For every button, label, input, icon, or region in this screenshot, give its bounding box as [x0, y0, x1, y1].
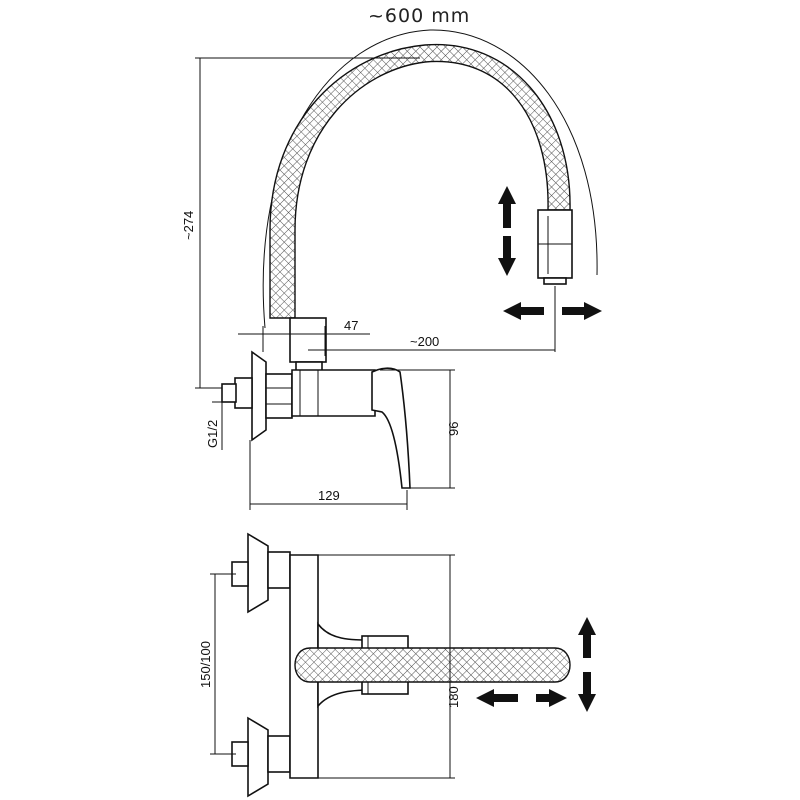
lower-hex-nut [267, 735, 291, 773]
thread-dimension: G1/2 [205, 384, 236, 450]
reach-label: ~200 [410, 334, 439, 349]
thread-label: G1/2 [205, 420, 220, 448]
spout-collar [289, 317, 327, 363]
connection-spacing-label: 150/100 [198, 641, 213, 688]
height-label: ~274 [181, 211, 196, 240]
left-right-arrows-icon [503, 302, 602, 320]
upper-wall-flange [247, 532, 269, 614]
arc-length-label: ~600 mm [368, 5, 470, 27]
wall-flange [251, 350, 267, 442]
inlet-pipe [221, 383, 237, 403]
offset-dimension: 47 [238, 318, 370, 356]
flexible-hose [269, 43, 571, 319]
lower-wall-flange [247, 716, 269, 798]
hose-top-view [294, 647, 571, 683]
body-height-dimension: 96 [380, 369, 461, 489]
reach-dimension: ~200 [308, 334, 555, 351]
depth-label: 129 [318, 488, 340, 503]
total-height-label: 180 [446, 686, 461, 708]
spray-nozzle [543, 277, 567, 285]
lever-handle [371, 367, 411, 489]
depth-dimension: 129 [249, 440, 408, 510]
left-right-arrows-icon [476, 689, 567, 707]
height-dimension: ~274 [181, 57, 420, 389]
body-height-label: 96 [446, 422, 461, 436]
up-down-arrows-icon [498, 186, 516, 276]
front-view: 180 150/100 [198, 532, 596, 798]
upper-hex-nut [267, 551, 291, 589]
mixer-body [291, 369, 376, 417]
up-down-arrows-icon [578, 617, 596, 712]
offset-label: 47 [344, 318, 358, 333]
inlet-nut [234, 377, 253, 409]
side-view: ~600 mm ~274 [181, 5, 602, 510]
hex-nut [265, 373, 293, 419]
